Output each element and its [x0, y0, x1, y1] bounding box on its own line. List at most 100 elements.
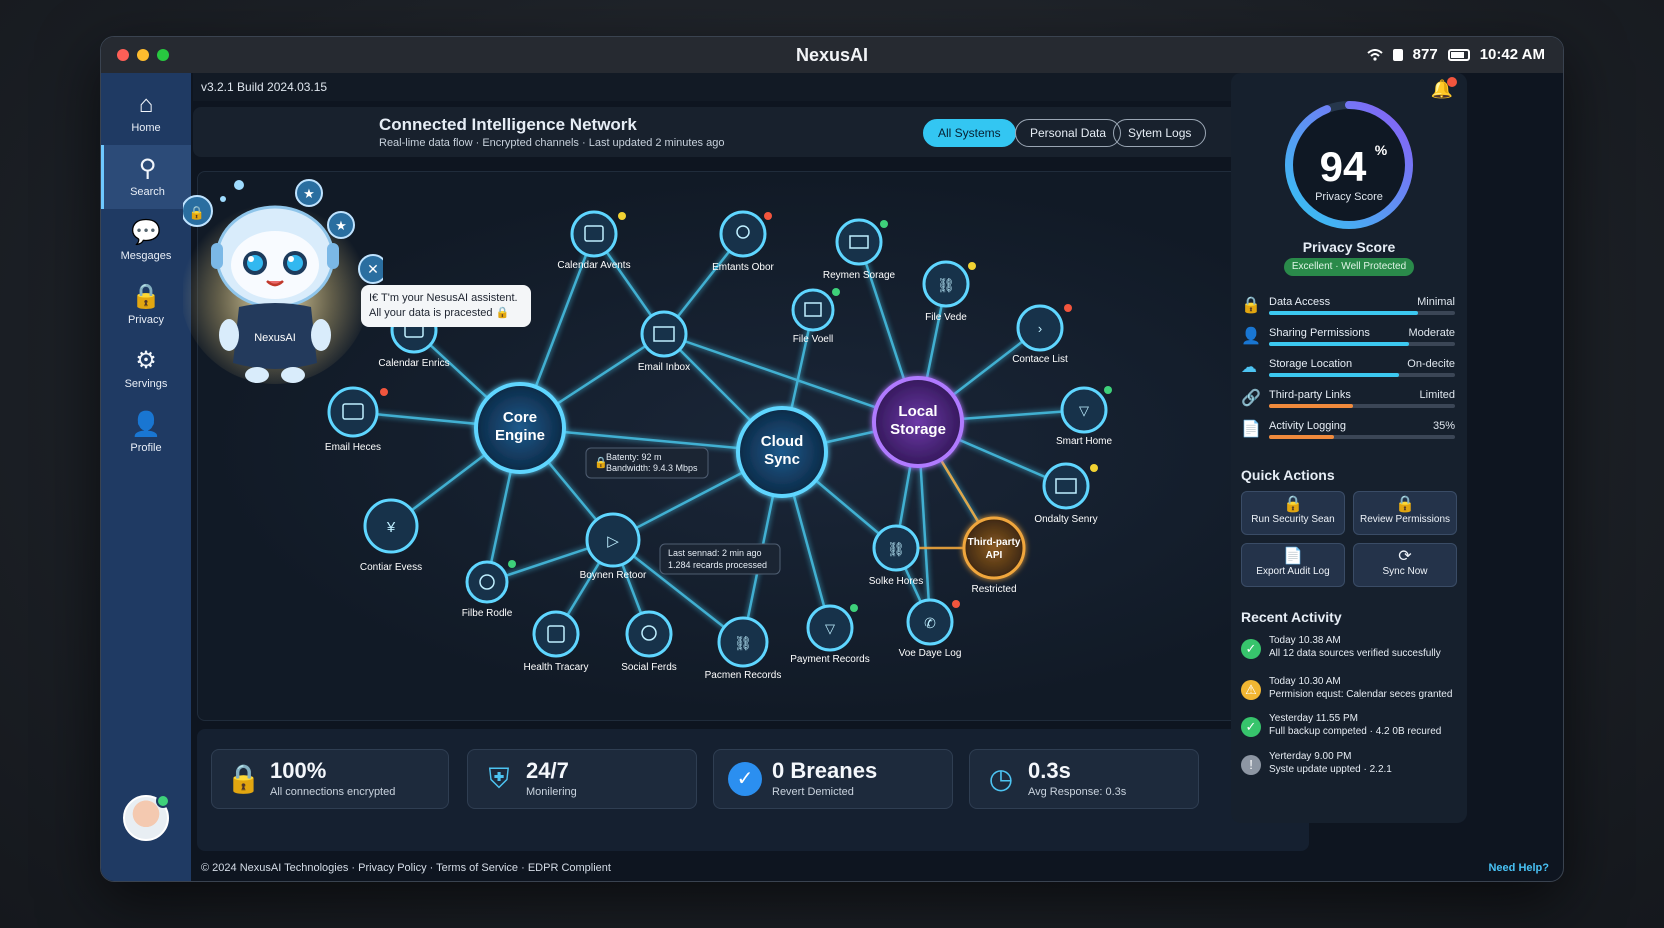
node-pacmen-records[interactable]: ⛓Pacmen Records — [705, 616, 782, 681]
metric-track — [1269, 342, 1455, 346]
mascot-name: NexusAI — [254, 332, 296, 344]
metric-data-access: 🔒 Data Access Minimal — [1241, 295, 1455, 319]
run-security-scan-button[interactable]: 🔒 Run Security Sean — [1241, 491, 1345, 535]
stat-value: 100% — [270, 758, 327, 783]
nav-settings[interactable]: ⚙ Servings — [101, 337, 191, 401]
maximize-window-button[interactable] — [157, 49, 169, 61]
node-label: Calendar Enrics — [378, 358, 449, 369]
nav-search[interactable]: ⚲ Search — [101, 145, 191, 209]
bell-icon[interactable]: 🔔 — [1431, 77, 1457, 100]
node-label: Contace List — [1012, 354, 1068, 365]
svg-text:¥: ¥ — [386, 519, 396, 536]
sync-now-button[interactable]: ⟳ Sync Now — [1353, 543, 1457, 587]
filter-all-systems[interactable]: All Systems — [923, 119, 1016, 147]
network-header: Connected Intelligence Network Real-lime… — [193, 107, 1309, 157]
nav-search-label: Search — [130, 186, 165, 198]
node-label: Smart Home — [1056, 436, 1113, 447]
lock-icon: 🔒 — [1395, 496, 1415, 513]
svg-text:★: ★ — [303, 186, 315, 201]
hub-third-party-label-2: API — [986, 550, 1003, 561]
last-synced-text: Last sennad: 2 min ago — [668, 548, 762, 558]
privacy-score-gauge: 94 % Privacy Score — [1285, 101, 1413, 229]
review-permissions-button[interactable]: 🔒 Review Permissions — [1353, 491, 1457, 535]
node-label: Boynen Retoor — [580, 570, 647, 581]
node-label: Contiar Evess — [360, 562, 422, 573]
data-nodes: Calendar Avents Emtants Obor Reymen Sora… — [325, 210, 1113, 681]
metric-track — [1269, 311, 1455, 315]
node-solke-hores[interactable]: ⛓Solke Hores — [869, 524, 923, 587]
node-email-heces[interactable]: Email Heces — [325, 386, 388, 453]
bubble-line-2: All your data is pracested 🔒 — [369, 307, 510, 319]
recent-activity-title: Recent Activity — [1241, 609, 1342, 625]
node-label: Emtants Obor — [712, 262, 774, 273]
nav-messages[interactable]: 💬 Mesgages — [101, 209, 191, 273]
activity-item: ⚠ Today 10.30 AM Permision equst: Calend… — [1241, 676, 1461, 708]
activity-item: ✓ Today 10.38 AM All 12 data sources ver… — [1241, 635, 1461, 667]
nav-privacy-label: Privacy — [127, 314, 165, 326]
nav-profile[interactable]: 👤 Profile — [101, 401, 191, 465]
filter-system-logs[interactable]: Sytem Logs — [1113, 119, 1207, 147]
cloud-icon: ☁ — [1241, 359, 1257, 376]
node-boynen-retoor[interactable]: ▷Boynen Retoor — [580, 512, 647, 581]
node-contact-list[interactable]: › Contace List — [1012, 304, 1072, 365]
node-ondalty-senry[interactable]: Ondalty Senry — [1034, 462, 1098, 525]
footer-links[interactable]: © 2024 NexusAI Technologies · Privacy Po… — [201, 862, 611, 874]
app-window: NexusAI 877 10:42 AM ⌂ Home ⚲ Search 💬 M… — [100, 36, 1564, 882]
node-reymen-sorage[interactable]: Reymen Sorage — [823, 218, 896, 281]
node-file-voell[interactable]: File Voell — [791, 288, 840, 345]
nav-home[interactable]: ⌂ Home — [101, 81, 191, 145]
minimize-window-button[interactable] — [137, 49, 149, 61]
activity-text: All 12 data sources verified succesfully — [1269, 648, 1441, 659]
hub-cloud-sync[interactable] — [736, 406, 828, 498]
node-calendar-events[interactable]: Calendar Avents — [557, 210, 631, 271]
user-icon: 👤 — [131, 411, 161, 438]
privacy-score-inner-label: Privacy Score — [1315, 191, 1383, 203]
export-audit-log-button[interactable]: 📄 Export Audit Log — [1241, 543, 1345, 587]
need-help-link[interactable]: Need Help? — [1488, 862, 1549, 874]
nav-home-label: Home — [131, 122, 161, 134]
node-voe-daye-log[interactable]: ✆Voe Daye Log — [899, 598, 962, 659]
node-filbe-rodle[interactable]: Filbe Rodle — [462, 560, 516, 619]
lock-icon: 🔒 — [131, 283, 161, 310]
metric-value: 35% — [1432, 420, 1455, 432]
hub-cloud-sync-label-1: Cloud — [761, 433, 804, 450]
node-payment-records[interactable]: ▽Payment Records — [790, 604, 870, 665]
node-label: Filbe Rodle — [462, 608, 513, 619]
node-email-inbox[interactable]: Email Inbox — [638, 310, 690, 373]
stat-value: 0 Breanes — [772, 758, 878, 783]
hub-local-storage-label-2: Storage — [890, 421, 946, 438]
check-icon: ✓ — [1241, 639, 1261, 659]
hub-core-engine[interactable] — [474, 382, 566, 474]
qa-label: Export Audit Log — [1256, 566, 1330, 577]
metric-storage-location: ☁ Storage Location On-decite — [1241, 357, 1455, 381]
svg-text:▽: ▽ — [1079, 403, 1089, 418]
filter-personal-data[interactable]: Personal Data — [1015, 119, 1122, 147]
node-emtants-obor[interactable]: Emtants Obor — [712, 210, 775, 273]
close-window-button[interactable] — [117, 49, 129, 61]
activity-time: Today 10.38 AM — [1269, 635, 1341, 646]
window-controls — [117, 49, 169, 61]
assistant-mascot[interactable]: NexusAI 🔒 ★ ★ ✕ — [183, 139, 383, 409]
metric-value: Moderate — [1408, 327, 1455, 339]
node-health-tracary[interactable]: Health Tracary — [523, 610, 589, 673]
node-contiar-evess[interactable]: ¥ Contiar Evess — [360, 498, 422, 573]
star-icon — [327, 211, 355, 239]
avatar[interactable] — [123, 794, 170, 841]
gear-icon: ⚙ — [135, 347, 157, 374]
star-icon — [295, 179, 323, 207]
hub-local-storage[interactable] — [872, 376, 964, 468]
privacy-score-label: Privacy Score — [1302, 239, 1396, 255]
node-smart-home[interactable]: ▽ Smart Home — [1056, 386, 1113, 447]
hub-third-party-api[interactable] — [962, 516, 1026, 580]
nav-privacy[interactable]: 🔒 Privacy — [101, 273, 191, 337]
qa-label: Sync Now — [1382, 566, 1428, 577]
node-file-vede[interactable]: ⛓File Vede — [922, 260, 976, 323]
svg-text:★: ★ — [335, 218, 347, 233]
node-label: Health Tracary — [523, 662, 588, 673]
svg-text:›: › — [1038, 321, 1042, 336]
app-title: NexusAI — [795, 44, 869, 65]
sync-icon: ⟳ — [1398, 548, 1412, 565]
node-social-ferds[interactable]: Social Ferds — [621, 610, 677, 673]
latency-info-box: 🔒 Batenty: 92 m Bandwidth: 9.4.3 Mbps — [585, 447, 709, 479]
wifi-icon — [1367, 48, 1383, 61]
